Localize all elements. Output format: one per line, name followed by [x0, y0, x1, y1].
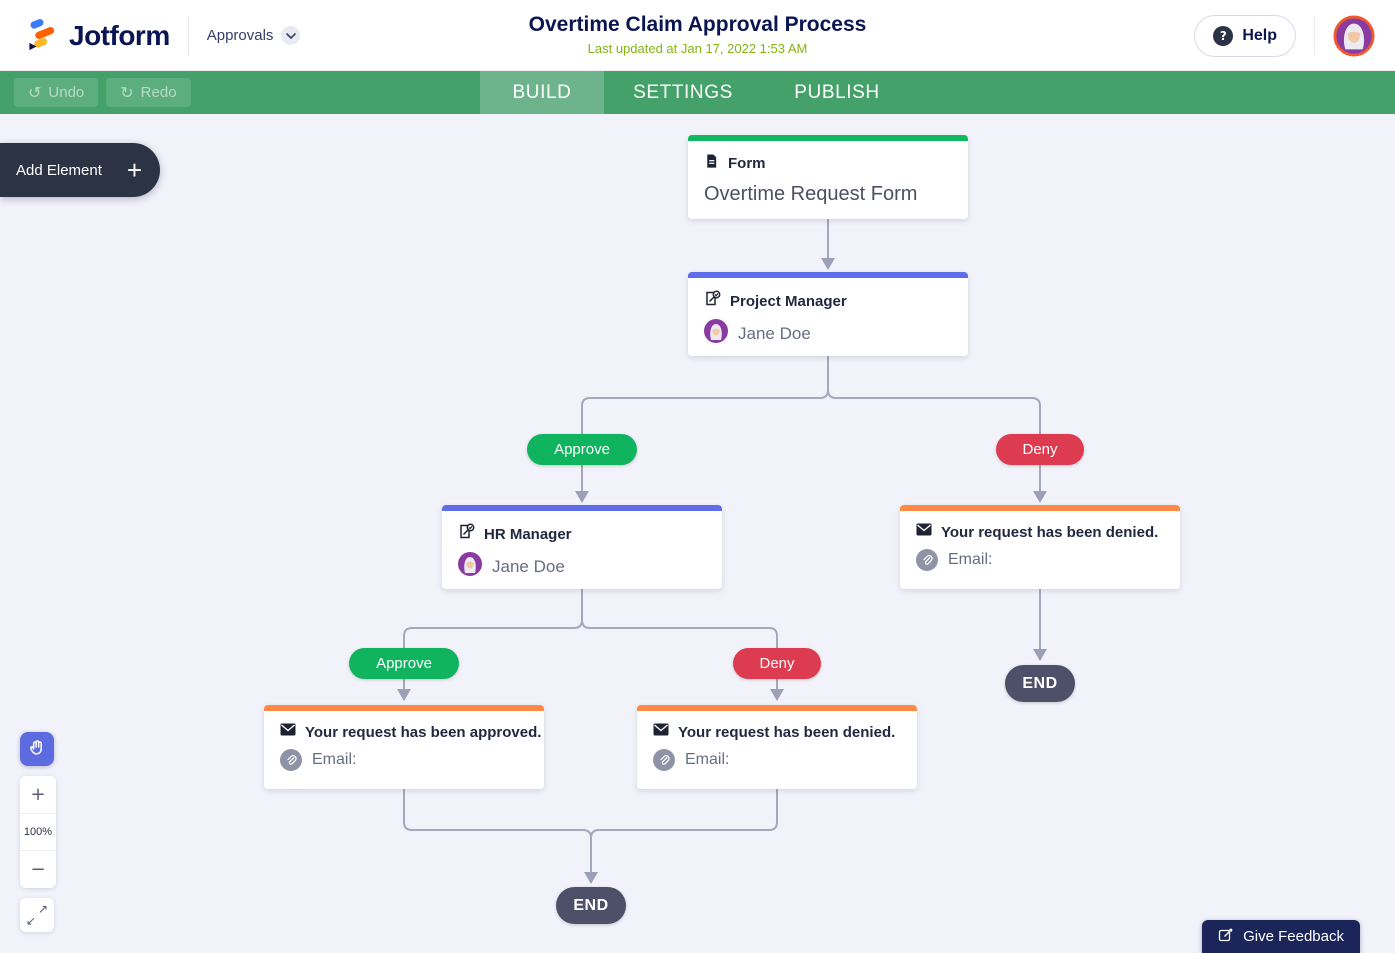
email-icon [653, 723, 669, 741]
email-denied-top-title: Your request has been denied. [941, 523, 1159, 541]
page-title: Overtime Claim Approval Process [528, 13, 867, 36]
expand-sw-icon: ↙ [26, 914, 37, 928]
undo-label: Undo [48, 84, 85, 101]
header-divider-2 [1314, 15, 1315, 56]
zoom-level: 100% [20, 813, 56, 851]
chevron-down-icon [281, 26, 301, 45]
feedback-label: Give Feedback [1243, 928, 1344, 945]
approval-step-icon [704, 290, 721, 312]
email-denied-top-accent [900, 505, 1180, 511]
form-node[interactable]: Form Overtime Request Form [688, 135, 968, 219]
assignee-avatar [704, 319, 728, 348]
approvals-dropdown[interactable]: Approvals [207, 26, 301, 45]
give-feedback-button[interactable]: Give Feedback [1202, 920, 1360, 953]
paperclip-icon [280, 749, 302, 771]
add-element-label: Add Element [16, 161, 102, 179]
hr-manager-node[interactable]: HR Manager Jane Doe [442, 505, 722, 589]
header: Jotform Approvals Overtime Claim Approva… [0, 0, 1395, 71]
tab-build[interactable]: BUILD [480, 71, 604, 114]
brand-wordmark: Jotform [69, 19, 170, 51]
question-icon: ? [1213, 25, 1234, 46]
form-icon [704, 153, 719, 174]
form-node-title: Overtime Request Form [704, 183, 918, 205]
end-node-bottom[interactable]: END [556, 887, 626, 924]
tab-settings[interactable]: SETTINGS [633, 81, 733, 103]
approve-branch-pill-2[interactable]: Approve [349, 648, 459, 679]
avatar-image [1333, 14, 1375, 57]
approve-branch-pill-1[interactable]: Approve [527, 434, 637, 465]
email-approved-accent [264, 705, 544, 711]
form-node-type: Form [728, 155, 766, 172]
zoom-out-button[interactable]: − [20, 851, 56, 888]
hr-manager-type: HR Manager [484, 525, 572, 543]
redo-label: Redo [140, 84, 177, 101]
hr-manager-accent [442, 505, 722, 511]
hand-icon [27, 738, 47, 761]
email-denied-bottom-field: Email: [685, 751, 730, 768]
email-icon [280, 723, 296, 741]
flow-canvas[interactable]: Add Element + Form Overtime Request Form… [0, 114, 1395, 953]
tab-publish[interactable]: PUBLISH [794, 81, 880, 103]
paperclip-icon [916, 549, 938, 571]
undo-icon: ↺ [28, 83, 42, 102]
plus-icon: + [126, 155, 142, 185]
paperclip-icon [653, 749, 675, 771]
email-approved-title: Your request has been approved. [305, 723, 542, 741]
add-element-button[interactable]: Add Element + [0, 143, 160, 197]
feedback-icon [1218, 927, 1234, 947]
zoom-controls: + 100% − [20, 776, 56, 888]
email-approved-node[interactable]: Your request has been approved. Email: [264, 705, 544, 789]
email-denied-node-bottom[interactable]: Your request has been denied. Email: [637, 705, 917, 789]
jotform-logo[interactable]: Jotform [24, 15, 170, 56]
last-updated-text: Last updated at Jan 17, 2022 1:53 AM [587, 41, 808, 56]
project-manager-node[interactable]: Project Manager Jane Doe [688, 272, 968, 356]
jotform-logo-icon [24, 15, 60, 56]
email-denied-bottom-accent [637, 705, 917, 711]
email-approved-field: Email: [312, 751, 357, 768]
email-denied-node-top[interactable]: Your request has been denied. Email: [900, 505, 1180, 589]
approval-step-icon [458, 523, 475, 545]
help-button[interactable]: ? Help [1194, 14, 1296, 57]
assignee-avatar [458, 552, 482, 581]
user-avatar[interactable] [1333, 14, 1375, 57]
email-icon [916, 523, 932, 541]
undo-button[interactable]: ↺ Undo [14, 78, 99, 107]
deny-branch-pill-1[interactable]: Deny [996, 434, 1084, 465]
pan-hand-button[interactable] [20, 732, 54, 766]
project-manager-type: Project Manager [730, 292, 847, 310]
approvals-dropdown-label: Approvals [206, 27, 274, 44]
redo-button[interactable]: ↻ Redo [106, 78, 191, 107]
build-toolbar: ↺ Undo ↻ Redo BUILD SETTINGS PUBLISH [0, 71, 1395, 114]
project-manager-accent [688, 272, 968, 278]
expand-ne-icon: ↗ [37, 902, 48, 916]
end-node-right[interactable]: END [1005, 665, 1075, 702]
help-label: Help [1242, 26, 1277, 44]
hr-manager-assignee: Jane Doe [492, 556, 565, 576]
email-denied-bottom-title: Your request has been denied. [678, 723, 896, 741]
main-tabs: BUILD SETTINGS PUBLISH [480, 71, 912, 114]
header-divider [187, 15, 189, 56]
flow-connectors [397, 219, 1047, 884]
fit-to-screen-button[interactable]: ↗ ↙ [20, 898, 54, 932]
redo-icon: ↻ [120, 83, 134, 102]
zoom-in-button[interactable]: + [20, 776, 56, 813]
form-node-accent [688, 135, 968, 141]
deny-branch-pill-2[interactable]: Deny [733, 648, 821, 679]
email-denied-top-field: Email: [948, 551, 993, 568]
project-manager-assignee: Jane Doe [738, 323, 811, 343]
